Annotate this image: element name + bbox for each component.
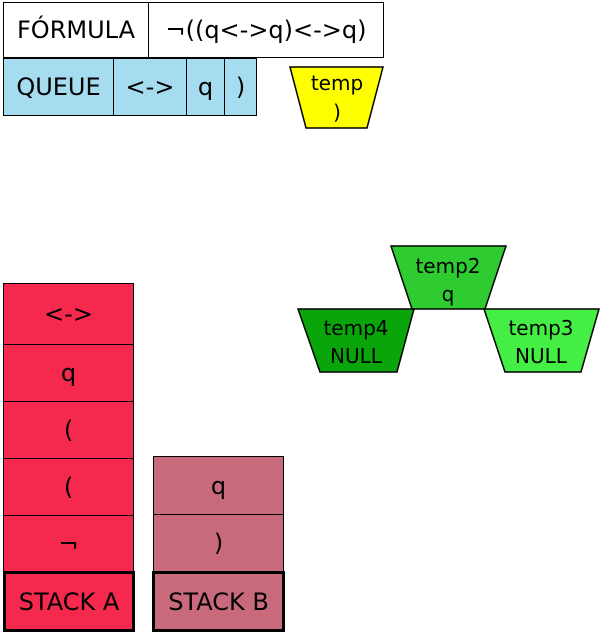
- queue-item: q: [186, 58, 225, 116]
- tree-right-name: temp3: [508, 316, 573, 340]
- tree-left-node: temp4 NULL: [296, 308, 415, 373]
- queue-item: <->: [113, 58, 187, 116]
- tree-root-value: q: [442, 282, 455, 306]
- temp-node-value: ): [333, 100, 341, 124]
- formula-label: FÓRMULA: [3, 2, 149, 58]
- stack-a-item: (: [3, 458, 134, 516]
- stack-a-item: (: [3, 401, 134, 459]
- temp-node: temp ): [289, 66, 384, 129]
- stack-b-item: ): [153, 514, 284, 572]
- tree-left-value: NULL: [330, 344, 383, 368]
- queue-item: ): [224, 58, 257, 116]
- tree-right-node: temp3 NULL: [482, 308, 600, 373]
- stack-b-item: q: [153, 456, 284, 515]
- stack-a-item: ¬: [3, 515, 134, 572]
- tree-root-name: temp2: [415, 254, 480, 278]
- tree-left-shape: [296, 308, 415, 373]
- temp-node-name: temp: [311, 71, 363, 95]
- tree-right-shape: [482, 308, 600, 373]
- tree-left-name: temp4: [323, 316, 388, 340]
- stack-a-item: q: [3, 344, 134, 402]
- stack-a-label: STACK A: [3, 571, 135, 632]
- stack-b-label: STACK B: [152, 571, 285, 632]
- temp-node-shape: [289, 66, 384, 129]
- tree-right-value: NULL: [515, 344, 568, 368]
- stack-a-item: <->: [3, 283, 134, 345]
- tree-root-node: temp2 q: [389, 245, 508, 310]
- formula-value: ¬((q<->q)<->q): [148, 2, 384, 58]
- queue-label: QUEUE: [3, 58, 114, 116]
